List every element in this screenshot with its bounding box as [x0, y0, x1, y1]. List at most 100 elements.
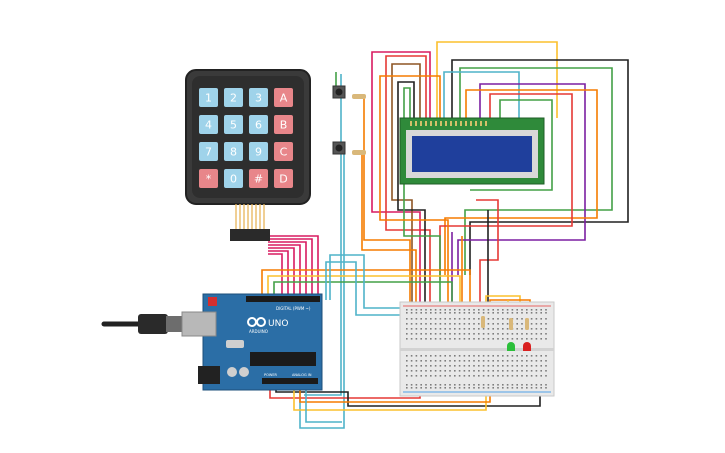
wire-green-lcd-top[interactable]: [459, 67, 613, 275]
keypad-key-12[interactable]: *: [199, 169, 218, 188]
breadboard-hole: [439, 309, 442, 311]
breadboard-hole: [458, 338, 461, 340]
wire-cyan-d4[interactable]: [329, 254, 410, 309]
pushbutton-1[interactable]: [332, 85, 346, 99]
breadboard-hole: [516, 384, 518, 386]
keypad-key-9[interactable]: 8: [224, 142, 243, 161]
breadboard-hole: [410, 360, 413, 362]
breadboard-hole: [478, 318, 480, 320]
breadboard-hole: [449, 375, 451, 377]
breadboard-hole: [511, 375, 514, 377]
breadboard-hole: [473, 309, 475, 311]
wire-orange-lcd-top[interactable]: [444, 89, 598, 275]
breadboard-hole: [521, 370, 523, 372]
breadboard-hole: [497, 338, 499, 340]
breadboard-hole: [487, 370, 490, 372]
wire-magenta-kp7[interactable]: [268, 253, 283, 300]
breadboard-hole: [420, 323, 422, 325]
wire-cyan-button1[interactable]: [304, 74, 342, 396]
wire-yellow-lcd-top[interactable]: [436, 41, 558, 122]
led-red[interactable]: [523, 342, 531, 351]
breadboard-hole: [468, 375, 470, 377]
breadboard-hole: [478, 309, 480, 311]
breadboard-hole: [410, 375, 413, 377]
keypad-key-7[interactable]: B: [274, 115, 293, 134]
pushbutton-2[interactable]: [332, 141, 346, 155]
breadboard-hole: [415, 387, 418, 389]
atmega-chip: [250, 352, 316, 366]
wire-green-d3[interactable]: [273, 281, 453, 318]
wire-magenta-kp5[interactable]: [268, 247, 295, 300]
keypad-key-14[interactable]: #: [249, 169, 268, 188]
reset-button[interactable]: [208, 297, 217, 306]
breadboard-hole: [521, 375, 523, 377]
keypad-key-13[interactable]: 0: [224, 169, 243, 188]
wire-cyan-button2[interactable]: [299, 150, 345, 429]
breadboard-hole: [449, 387, 451, 389]
breadboard-hole: [434, 318, 437, 320]
wire-magenta-kp3[interactable]: [268, 241, 307, 300]
breadboard-hole: [430, 375, 432, 377]
breadboard-hole: [454, 384, 456, 386]
wire-red-right[interactable]: [476, 199, 499, 318]
wire-magenta-kp6[interactable]: [268, 250, 289, 300]
breadboard-hole: [511, 387, 514, 389]
wire-orange-res1[interactable]: [363, 96, 411, 318]
breadboard-hole: [439, 338, 442, 340]
keypad-key-1[interactable]: 2: [224, 88, 243, 107]
breadboard-hole: [444, 312, 446, 314]
breadboard-hole: [545, 309, 547, 311]
breadboard-hole: [444, 365, 446, 367]
wire-magenta-kp1[interactable]: [268, 235, 319, 300]
wire-magenta-kp2[interactable]: [268, 238, 313, 300]
wire-cyan-a2[interactable]: [305, 380, 342, 423]
breadboard-hole: [497, 365, 499, 367]
wire-cyan-d5[interactable]: [325, 261, 404, 316]
keypad-key-15[interactable]: D: [274, 169, 293, 188]
keypad-key-11[interactable]: C: [274, 142, 293, 161]
wire-black-lcd-left[interactable]: [397, 81, 426, 318]
breadboard-hole: [530, 323, 533, 325]
breadboard-hole: [434, 387, 437, 389]
breadboard-hole: [535, 387, 538, 389]
wire-red-lcd-top[interactable]: [439, 93, 573, 280]
breadboard-hole: [502, 312, 504, 314]
breadboard-hole: [516, 328, 518, 330]
breadboard-hole: [420, 333, 422, 335]
breadboard-hole: [511, 384, 514, 386]
wire-red-lcd-left[interactable]: [385, 55, 431, 318]
keypad-key-label: 9: [255, 146, 262, 159]
breadboard-hole: [478, 384, 480, 386]
breadboard-hole: [521, 360, 523, 362]
wire-black-lcd-top[interactable]: [451, 59, 629, 275]
breadboard-hole: [406, 375, 408, 377]
led-green[interactable]: [507, 342, 515, 351]
breadboard-hole: [487, 333, 490, 335]
breadboard-hole: [410, 323, 413, 325]
breadboard-hole: [406, 333, 408, 335]
breadboard-hole: [497, 360, 499, 362]
wire-orange-res2[interactable]: [361, 154, 417, 318]
keypad-key-8[interactable]: 7: [199, 142, 218, 161]
breadboard-hole: [540, 338, 542, 340]
breadboard-hole: [425, 384, 427, 386]
breadboard-hole: [540, 365, 542, 367]
breadboard-hole: [502, 323, 504, 325]
wire-cyan-lcd-top[interactable]: [443, 71, 520, 122]
keypad-key-3[interactable]: A: [274, 88, 293, 107]
wire-green-lcd-right[interactable]: [470, 99, 553, 191]
keypad-key-4[interactable]: 4: [199, 115, 218, 134]
breadboard-hole: [487, 387, 490, 389]
breadboard-hole: [482, 384, 485, 386]
breadboard-hole: [516, 333, 518, 335]
wire-orange-d1[interactable]: [261, 269, 471, 318]
keypad-key-5[interactable]: 5: [224, 115, 243, 134]
keypad-key-2[interactable]: 3: [249, 88, 268, 107]
keypad-key-0[interactable]: 1: [199, 88, 218, 107]
wire-orange-lcd-left[interactable]: [379, 75, 449, 318]
keypad-key-label: 2: [230, 92, 237, 105]
keypad-key-6[interactable]: 6: [249, 115, 268, 134]
led-resistors: [481, 316, 529, 330]
keypad-key-10[interactable]: 9: [249, 142, 268, 161]
